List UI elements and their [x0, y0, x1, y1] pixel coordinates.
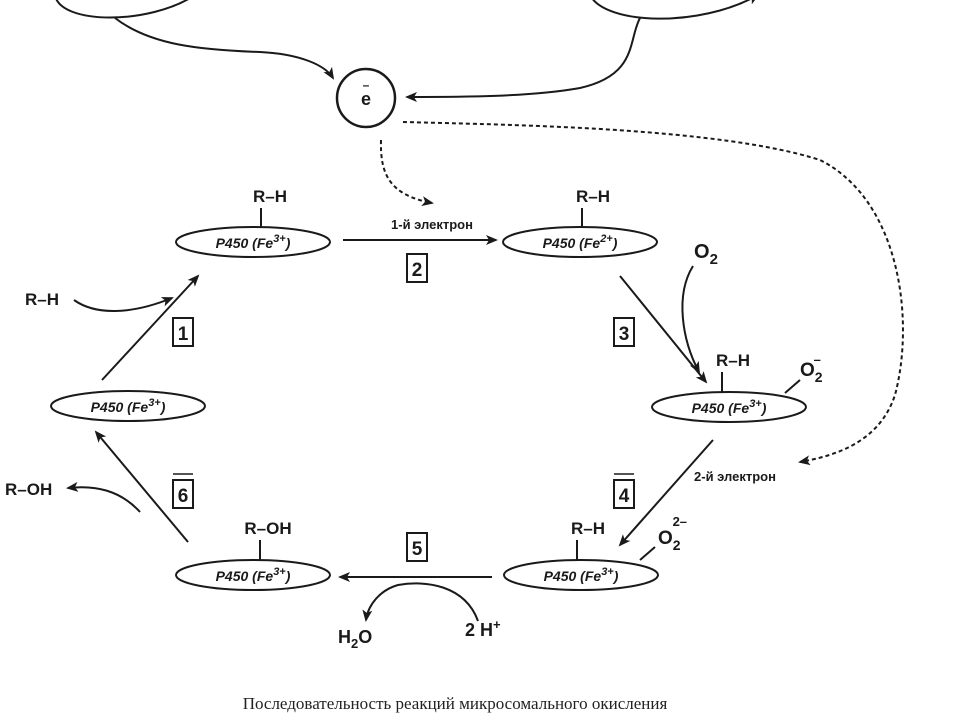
svg-text:3: 3 — [619, 324, 630, 345]
protons-label: 2 H+ — [465, 617, 501, 640]
complex-bottom-left: R–OH P450 (Fe3+) — [175, 519, 331, 591]
top-right-loop — [592, 0, 760, 20]
oxygen-input-arrow — [681, 265, 700, 374]
step-box-2: 2 — [406, 253, 428, 283]
cytochrome-label: P450 (Fe3+) — [91, 397, 166, 415]
substrate-rh-bottom-right: R–H — [571, 519, 605, 538]
rh-input-arrow — [73, 297, 174, 312]
svg-text:1: 1 — [178, 324, 189, 345]
step-box-5: 5 — [406, 532, 428, 562]
substrate-rh-right: R–H — [716, 351, 750, 370]
svg-text:5: 5 — [412, 539, 423, 560]
cytochrome-label: P450 (Fe2+) — [543, 233, 618, 251]
step-box-6: 6 — [172, 473, 194, 509]
cytochrome-label: P450 (Fe3+) — [544, 566, 619, 584]
svg-text:4: 4 — [619, 486, 630, 507]
step-box-3: 3 — [613, 317, 635, 347]
complex-top-right: R–H P450 (Fe2+) — [502, 187, 658, 258]
substrate-rh-top-right: R–H — [576, 187, 610, 206]
cytochrome-label: P450 (Fe3+) — [692, 398, 767, 416]
first-electron-label: 1-й электрон — [391, 217, 473, 232]
water-label: H2O — [338, 627, 372, 651]
first-electron-dashed-arrow — [379, 139, 434, 207]
complex-right: R–H O2– P450 (Fe3+) — [651, 351, 823, 423]
complex-left: P450 (Fe3+) — [50, 390, 206, 422]
svg-text:2: 2 — [412, 260, 423, 281]
electron-node: – e — [335, 67, 397, 129]
proton-water-arrow — [362, 582, 479, 622]
oxygen-o2-label: O2 — [694, 241, 718, 268]
svg-text:6: 6 — [178, 486, 189, 507]
substrate-rh-top-left: R–H — [253, 187, 287, 206]
step-4-arrow — [618, 439, 714, 547]
top-left-to-electron-arrow — [114, 17, 335, 80]
step-6-arrow — [94, 430, 189, 543]
complex-top-left: R–H P450 (Fe3+) — [175, 187, 331, 258]
step-1-arrow — [101, 274, 200, 381]
second-electron-dashed-arrow — [402, 121, 904, 466]
peroxide-label: O22– — [658, 514, 687, 553]
step-box-1: 1 — [172, 317, 194, 347]
electron-symbol: e — [361, 89, 371, 109]
product-roh-bottom-left: R–OH — [244, 519, 291, 538]
rh-input-label: R–H — [25, 290, 59, 309]
roh-release-arrow — [66, 481, 141, 513]
step-box-4: 4 — [613, 473, 635, 509]
cytochrome-label: P450 (Fe3+) — [216, 566, 291, 584]
superoxide-label: O2– — [800, 352, 823, 385]
top-left-loop — [55, 0, 189, 19]
complex-bottom-right: R–H O22– P450 (Fe3+) — [503, 514, 687, 591]
cytochrome-label: P450 (Fe3+) — [216, 233, 291, 251]
top-right-to-electron-arrow — [405, 17, 641, 102]
diagram-caption: Последовательность реакций микросомально… — [243, 694, 668, 713]
roh-product-label: R–OH — [5, 480, 52, 499]
electron-bar: – — [363, 78, 370, 92]
second-electron-label: 2-й электрон — [694, 469, 776, 484]
